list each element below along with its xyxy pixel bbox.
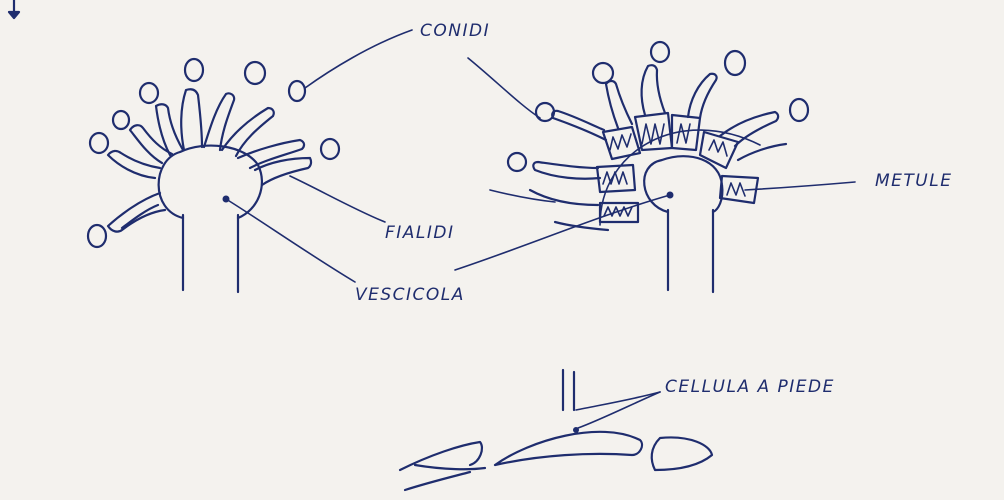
foot-cell (495, 432, 642, 465)
label-fialidi: FIALIDI (385, 223, 455, 243)
label-cellula-a-piede: CELLULA A PIEDE (665, 377, 835, 397)
metule-boxes (597, 113, 758, 222)
biseriate-conidiophore (508, 42, 808, 292)
right-vesicle (644, 156, 722, 212)
uniseriate-conidiophore (88, 59, 339, 292)
left-vesicle (159, 146, 262, 218)
leader-lines (226, 30, 855, 428)
label-metule: METULE (875, 171, 952, 191)
arrow-mark-icon (9, 0, 19, 18)
label-conidi: CONIDI (420, 21, 490, 41)
left-phialides (88, 59, 339, 247)
label-vescicola: VESCICOLA (355, 285, 465, 305)
